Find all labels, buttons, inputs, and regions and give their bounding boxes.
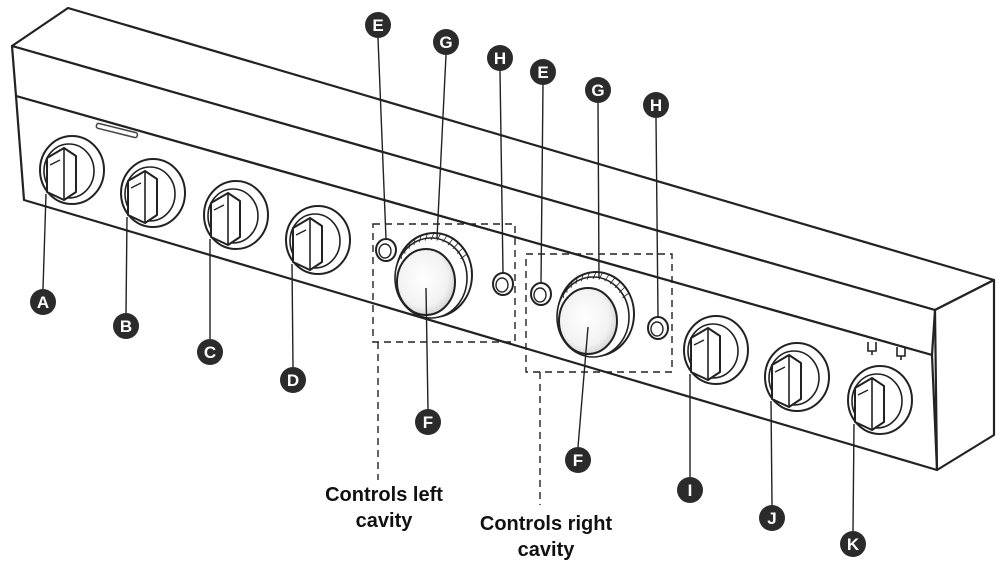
left-cavity-outline bbox=[372, 223, 516, 480]
left-cavity-dial[interactable] bbox=[394, 232, 473, 319]
callout-left-f: F bbox=[415, 409, 441, 435]
right-caption-line2: cavity bbox=[517, 539, 575, 561]
callout-k-letter: K bbox=[847, 535, 860, 554]
callout-k: K bbox=[840, 531, 866, 557]
right-cavity-button-e[interactable] bbox=[530, 282, 552, 306]
callout-left-g-letter: G bbox=[439, 33, 452, 52]
callout-j: J bbox=[759, 505, 785, 531]
callout-b-letter: B bbox=[120, 317, 132, 336]
cavity-controls bbox=[375, 232, 669, 358]
right-caption-line1: Controls right bbox=[479, 513, 613, 535]
k-burner-icons bbox=[867, 342, 906, 360]
left-cavity-controls bbox=[375, 232, 514, 319]
knob-a[interactable] bbox=[39, 135, 105, 205]
callout-right-g-letter: G bbox=[591, 81, 604, 100]
callout-leaders bbox=[42, 37, 855, 532]
callout-a: A bbox=[30, 289, 56, 315]
callout-right-f: F bbox=[565, 447, 591, 473]
callout-left-e: E bbox=[365, 12, 391, 38]
callout-left-g: G bbox=[433, 29, 459, 55]
right-cavity-controls bbox=[530, 271, 669, 358]
callout-i: I bbox=[677, 477, 703, 503]
knob-b[interactable] bbox=[120, 158, 186, 228]
callout-d-letter: D bbox=[287, 371, 299, 390]
left-caption-line2: cavity bbox=[355, 510, 413, 532]
left-caption-line1: Controls left bbox=[325, 484, 443, 506]
knob-c[interactable] bbox=[203, 180, 269, 250]
callout-right-h-letter: H bbox=[650, 96, 662, 115]
knob-d[interactable] bbox=[285, 205, 351, 275]
callout-c-letter: C bbox=[204, 343, 216, 362]
callout-j-letter: J bbox=[767, 509, 776, 528]
knob-k[interactable] bbox=[847, 365, 913, 435]
knob-j[interactable] bbox=[764, 342, 830, 412]
callout-right-e-letter: E bbox=[537, 63, 548, 82]
callout-left-f-letter: F bbox=[423, 413, 433, 432]
panel-end-face bbox=[933, 278, 996, 472]
right-cavity-caption: Controls right cavity bbox=[463, 511, 629, 563]
callout-d: D bbox=[280, 367, 306, 393]
callout-left-h-letter: H bbox=[494, 49, 506, 68]
right-cavity-dial[interactable] bbox=[556, 271, 635, 358]
control-knobs bbox=[39, 135, 913, 435]
callouts: A B C D I J K E G H F E G H F bbox=[30, 12, 866, 557]
callout-right-f-letter: F bbox=[573, 451, 583, 470]
left-cavity-button-h[interactable] bbox=[492, 272, 514, 296]
callout-right-h: H bbox=[643, 92, 669, 118]
left-cavity-button-e[interactable] bbox=[375, 238, 397, 262]
callout-c: C bbox=[197, 339, 223, 365]
callout-a-letter: A bbox=[37, 293, 49, 312]
callout-i-letter: I bbox=[688, 481, 693, 500]
knob-i[interactable] bbox=[683, 315, 749, 385]
callout-left-e-letter: E bbox=[372, 16, 383, 35]
callout-left-h: H bbox=[487, 45, 513, 71]
left-cavity-caption: Controls left cavity bbox=[306, 482, 462, 534]
right-cavity-button-h[interactable] bbox=[647, 316, 669, 340]
callout-right-e: E bbox=[530, 59, 556, 85]
callout-b: B bbox=[113, 313, 139, 339]
panel-slot bbox=[95, 122, 139, 139]
callout-right-g: G bbox=[585, 77, 611, 103]
